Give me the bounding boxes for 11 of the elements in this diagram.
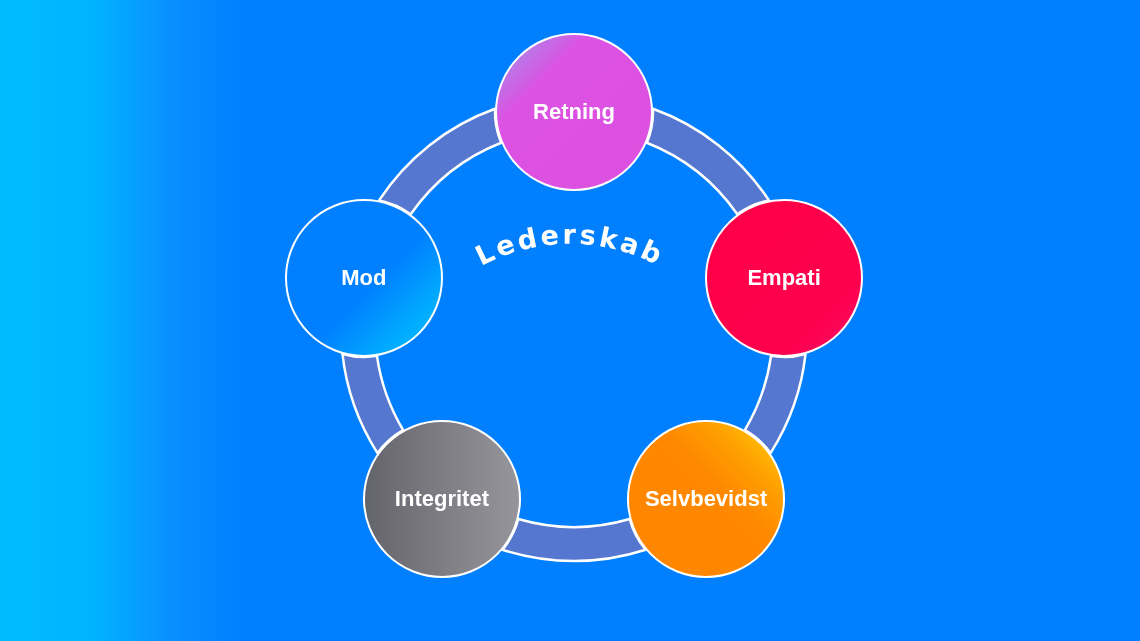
ring-segment — [743, 352, 807, 455]
node-label: Selvbevidst — [644, 486, 768, 512]
ring-segment — [501, 517, 647, 562]
curved-heading: Lederskab — [470, 218, 670, 272]
node-label: Mod — [341, 265, 387, 291]
node-label: Empati — [747, 265, 821, 291]
node-label: Retning — [533, 99, 615, 125]
ring-segment — [377, 107, 503, 216]
node-label: Integritet — [394, 486, 489, 512]
ring-segment — [341, 352, 405, 455]
ring-segment — [645, 107, 771, 216]
